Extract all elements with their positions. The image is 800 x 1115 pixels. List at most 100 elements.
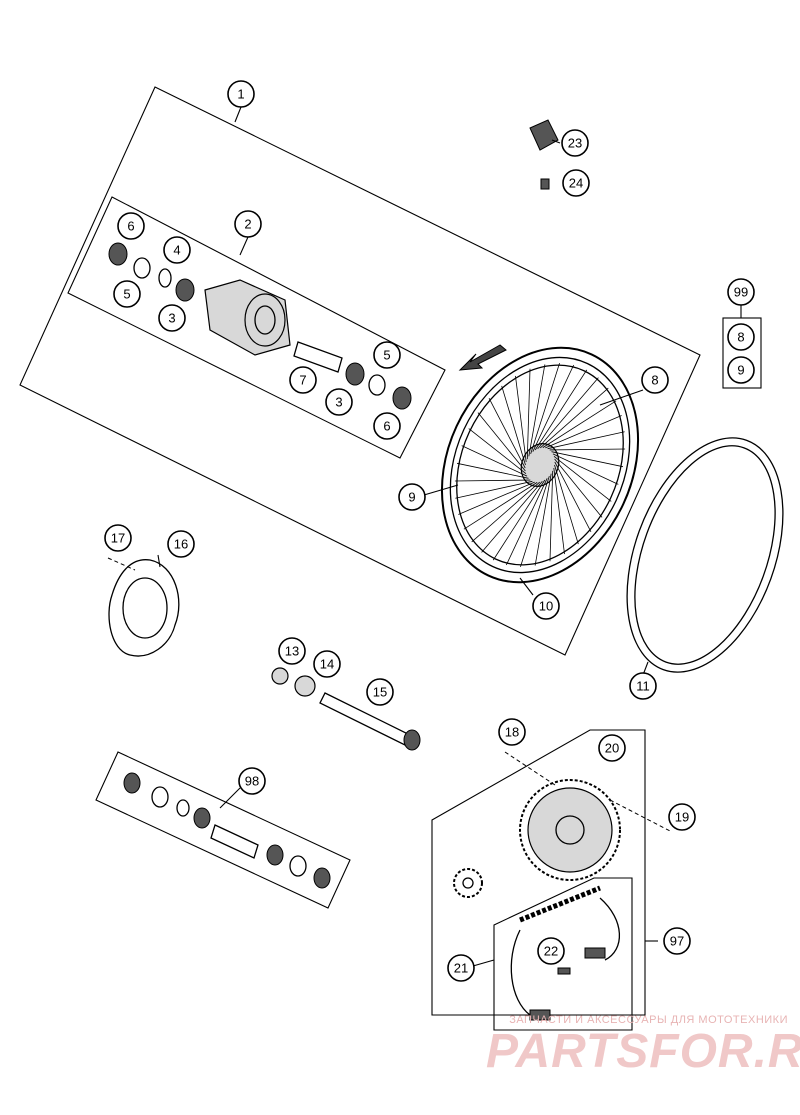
hub-assembly-frame [67, 196, 446, 459]
callout-97-label: 97 [670, 934, 684, 949]
callout-20-label: 20 [605, 741, 619, 756]
callout-1: 1 [227, 80, 255, 108]
bolt-guide-line [107, 557, 136, 571]
spoke-line [554, 458, 603, 518]
callout-24-label: 24 [569, 176, 583, 191]
spoke-line [553, 467, 565, 555]
callout-99: 99 [727, 278, 755, 306]
spoke-line [539, 387, 609, 449]
callout-5-left: 5 [113, 280, 141, 308]
drive-kit-frame [431, 729, 646, 1016]
spoke-line [554, 461, 592, 532]
spoke-line [455, 480, 533, 499]
callout-16-label: 16 [174, 537, 188, 552]
callout-3-left-label: 3 [168, 311, 175, 326]
bearing-kit-parts [123, 772, 331, 889]
callout-22: 22 [537, 937, 565, 965]
spoke-line [456, 462, 529, 479]
callout-4: 4 [163, 236, 191, 264]
callout-15-label: 15 [373, 685, 387, 700]
spoke-line [551, 451, 624, 468]
callout-8-kit: 8 [727, 323, 755, 351]
callout-17: 17 [104, 524, 132, 552]
callout-9-kit-label: 9 [737, 363, 744, 378]
spoke-line [501, 385, 526, 466]
spoke-line [505, 478, 548, 566]
leader-lines [157, 106, 742, 967]
callout-2: 2 [234, 210, 262, 238]
spoke-line [468, 428, 527, 475]
callout-14: 14 [313, 650, 341, 678]
callout-6-left-label: 6 [127, 219, 134, 234]
callout-19: 19 [668, 803, 696, 831]
spoke-line [454, 479, 531, 482]
callout-10: 10 [532, 592, 560, 620]
callout-1-label: 1 [237, 87, 244, 102]
spoke-line [520, 476, 550, 567]
spoke-line [528, 364, 546, 457]
spoke-line [515, 375, 527, 463]
watermark-brand: PARTSFOR.RU [486, 1025, 800, 1078]
callout-13-label: 13 [285, 644, 299, 659]
spoke-line [471, 481, 541, 543]
spoke-line [534, 369, 588, 451]
spoke-line [545, 415, 622, 449]
callout-4-label: 4 [173, 243, 180, 258]
rim-tape-kit-frame [722, 317, 762, 389]
callout-2-label: 2 [244, 217, 251, 232]
callout-5-left-label: 5 [123, 287, 130, 302]
callout-7-label: 7 [299, 373, 306, 388]
spoke-line [537, 377, 599, 449]
axle-part [271, 667, 421, 751]
callout-3-right-label: 3 [335, 395, 342, 410]
spoke-line [549, 470, 554, 562]
screw-guide-line [609, 799, 673, 833]
wheel-assembly-frame [19, 86, 701, 656]
spoke-line [526, 368, 531, 460]
callout-97: 97 [663, 927, 691, 955]
callout-5-right-label: 5 [383, 348, 390, 363]
callout-7: 7 [289, 366, 317, 394]
callout-21: 21 [447, 954, 475, 982]
chain-part [510, 885, 621, 1021]
callout-9-wheel-label: 9 [408, 490, 415, 505]
rim-band-part [626, 437, 784, 673]
spoke-line [542, 400, 617, 448]
callout-9-kit: 9 [727, 356, 755, 384]
spoke-line [492, 479, 546, 561]
spoke-line [461, 445, 528, 477]
spoke-line [554, 464, 579, 545]
rotation-arrow-icon [458, 344, 507, 371]
callout-6-right-label: 6 [383, 419, 390, 434]
valve-cap-part [540, 178, 550, 190]
bearing-part [108, 242, 412, 410]
spoke-line [463, 482, 538, 530]
rear-sprocket-part [519, 779, 621, 881]
callout-11: 11 [629, 672, 657, 700]
callout-14-label: 14 [320, 657, 334, 672]
front-sprocket-part [453, 868, 483, 898]
callout-8-wheel-label: 8 [651, 373, 658, 388]
callout-6-left: 6 [117, 212, 145, 240]
spoke-line [481, 481, 543, 553]
brake-disc-part [108, 559, 180, 657]
callout-99-label: 99 [734, 285, 748, 300]
callout-8-wheel: 8 [641, 366, 669, 394]
callout-3-left: 3 [158, 304, 186, 332]
callout-10-label: 10 [539, 599, 553, 614]
callout-21-label: 21 [454, 961, 468, 976]
callout-23: 23 [561, 129, 589, 157]
callout-15: 15 [366, 678, 394, 706]
callout-18-label: 18 [505, 725, 519, 740]
spoked-wheel-part [440, 346, 640, 584]
callout-24: 24 [562, 169, 590, 197]
spoke-line [549, 448, 626, 451]
spoke-line [530, 363, 560, 454]
callout-13: 13 [278, 637, 306, 665]
valve-part [529, 119, 559, 151]
callout-16: 16 [167, 530, 195, 558]
spoke-line [552, 453, 619, 485]
callout-8-kit-label: 8 [737, 330, 744, 345]
callout-98-label: 98 [245, 774, 259, 789]
callout-9-wheel: 9 [398, 483, 426, 511]
